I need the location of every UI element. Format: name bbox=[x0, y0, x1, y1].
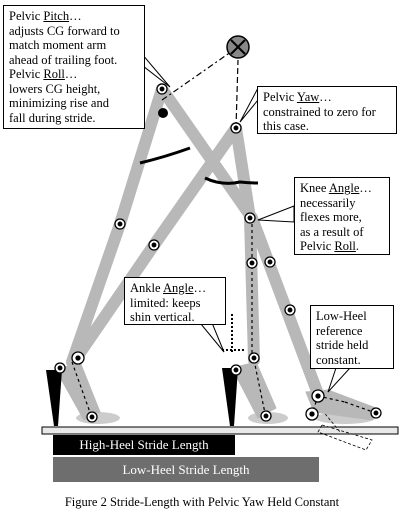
callout-text: match moment arm bbox=[9, 38, 107, 52]
callout-text: Low-Heel bbox=[316, 309, 367, 323]
callout-text: Knee bbox=[300, 181, 327, 195]
callout-text: reference bbox=[316, 323, 363, 338]
callout-text: … bbox=[64, 67, 78, 81]
callout-text: fall during stride. bbox=[9, 110, 96, 125]
callout-text: … bbox=[319, 90, 332, 104]
callout-text: Pelvic bbox=[263, 90, 295, 104]
callout-key-term: Yaw bbox=[296, 90, 320, 104]
callout-text: stride held bbox=[316, 338, 369, 352]
ankle-angle-callout: Ankle Angle… limited: keeps shin vertica… bbox=[124, 277, 226, 325]
callout-text: as a result of bbox=[300, 224, 364, 239]
callout-text: … bbox=[359, 181, 372, 195]
callout-key-term: Roll bbox=[43, 67, 65, 81]
callout-text: flexes more, bbox=[300, 210, 362, 224]
pelvis-pitch-joint bbox=[158, 108, 168, 118]
joints bbox=[54, 83, 382, 423]
low-heel-stride-bar: Low-Heel Stride Length bbox=[53, 457, 319, 482]
heels bbox=[46, 368, 238, 426]
callout-text: Pelvic bbox=[9, 67, 41, 81]
floor-plate bbox=[41, 426, 399, 435]
callout-text: lowers CG height, bbox=[9, 81, 101, 96]
callout-text: Pelvic bbox=[300, 239, 332, 253]
figure-caption: Figure 2 Stride-Length with Pelvic Yaw H… bbox=[64, 495, 340, 509]
knee-arcs bbox=[139, 146, 259, 185]
callout-text: ahead of trailing foot. bbox=[9, 52, 118, 67]
callout-text: constrained to zero for bbox=[263, 104, 376, 119]
callout-text: this case. bbox=[263, 119, 309, 133]
knee-angle-callout: Knee Angle… necessarily flexes more, as … bbox=[294, 177, 390, 255]
callout-text: … bbox=[69, 9, 82, 23]
legs bbox=[66, 83, 324, 400]
cg-lines bbox=[71, 46, 377, 419]
callout-text: constant. bbox=[316, 352, 361, 367]
pelvic-yaw-callout: Pelvic Yaw… constrained to zero for this… bbox=[257, 86, 397, 134]
callout-key-term: Angle bbox=[163, 281, 194, 295]
center-of-gravity-marker bbox=[226, 35, 250, 59]
callout-text: necessarily bbox=[300, 195, 356, 210]
callout-text: Pelvic bbox=[9, 9, 41, 23]
callout-key-term: Pitch bbox=[43, 9, 70, 23]
callout-text: shin vertical. bbox=[130, 310, 195, 324]
callout-key-term: Angle bbox=[328, 181, 360, 195]
callout-text: . bbox=[355, 239, 360, 253]
callout-text: limited: keeps bbox=[130, 295, 201, 310]
callout-key-term: Roll bbox=[334, 239, 356, 253]
high-heel-stride-bar: High-Heel Stride Length bbox=[53, 435, 235, 455]
low-heel-reference-callout: Low-Heel reference stride held constant. bbox=[310, 305, 394, 369]
pelvic-pitch-roll-callout: Pelvic Pitch… adjusts CG forward to matc… bbox=[3, 5, 145, 129]
callout-text: Ankle bbox=[130, 281, 161, 295]
callout-text: adjusts CG forward to bbox=[9, 23, 120, 38]
dashed-reference-foot bbox=[317, 409, 373, 451]
callout-text: … bbox=[193, 281, 207, 295]
callout-text: minimizing rise and bbox=[9, 96, 109, 110]
